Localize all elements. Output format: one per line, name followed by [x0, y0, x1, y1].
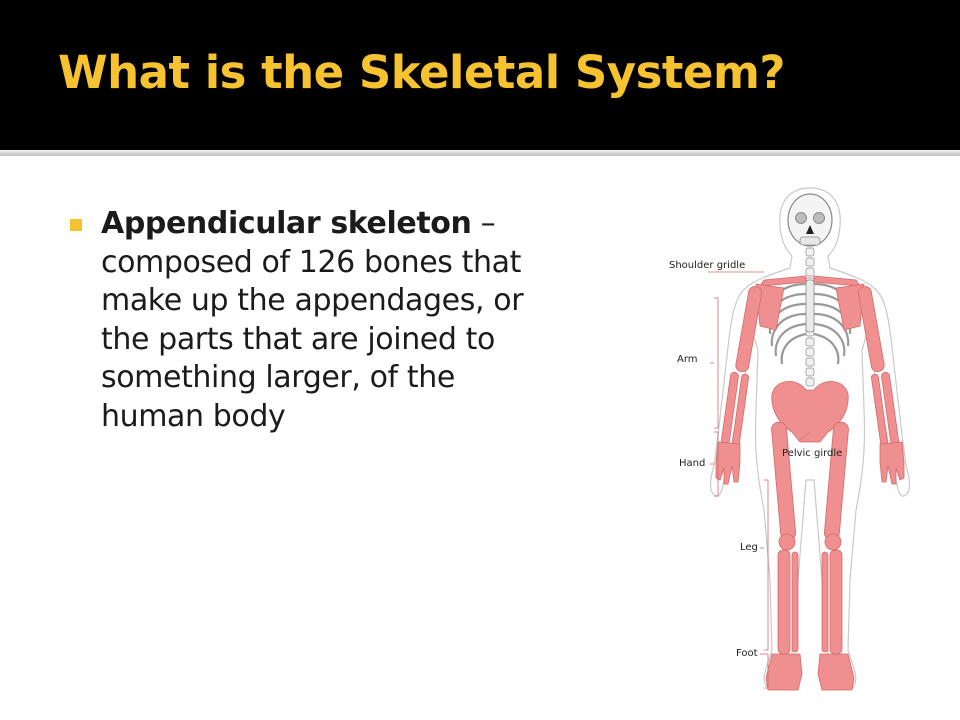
slide-title: What is the Skeletal System? — [58, 46, 785, 99]
square-bullet-icon — [70, 219, 82, 231]
label-leg: Leg — [740, 542, 758, 553]
foot-right — [817, 653, 855, 691]
eye-socket-right — [813, 212, 825, 224]
bullet-term: Appendicular skeleton — [101, 206, 472, 241]
bullet-body: composed of 126 bones that make up the a… — [101, 244, 524, 434]
skeleton-figure: Shoulder gridle Arm Hand Pelvic girdle L… — [660, 180, 960, 700]
label-leaders — [708, 271, 811, 689]
label-pelvic-girdle: Pelvic girdle — [782, 448, 843, 459]
fibula-right — [821, 551, 829, 653]
hand-left — [715, 441, 741, 485]
title-bar — [0, 0, 960, 150]
skeleton-diagram — [708, 187, 911, 691]
hand-right — [879, 441, 905, 485]
femur-right — [823, 421, 849, 541]
patella-left — [778, 533, 796, 551]
label-hand: Hand — [679, 458, 706, 469]
bullet-text: Appendicular skeleton – composed of 126 … — [101, 205, 560, 436]
sternum — [805, 279, 815, 333]
jaw — [799, 236, 821, 246]
humerus-right — [858, 286, 885, 373]
label-shoulder-girdle: Shoulder gridle — [669, 260, 746, 271]
foot-left — [765, 653, 803, 691]
fibula-left — [791, 551, 799, 653]
tibia-left — [777, 549, 791, 655]
patella-right — [824, 533, 842, 551]
appendicular-bones — [715, 275, 905, 691]
humerus-left — [735, 286, 762, 373]
bullet-dash: – — [471, 206, 496, 241]
femur-left — [771, 421, 797, 541]
label-arm: Arm — [677, 354, 698, 365]
skull — [787, 193, 833, 247]
title-divider — [0, 150, 960, 156]
nasal-cavity — [806, 225, 814, 234]
bullet-item: Appendicular skeleton – composed of 126 … — [70, 205, 560, 436]
eye-socket-left — [795, 212, 807, 224]
body-outline — [709, 187, 911, 689]
tibia-right — [829, 549, 843, 655]
label-foot: Foot — [736, 648, 758, 659]
